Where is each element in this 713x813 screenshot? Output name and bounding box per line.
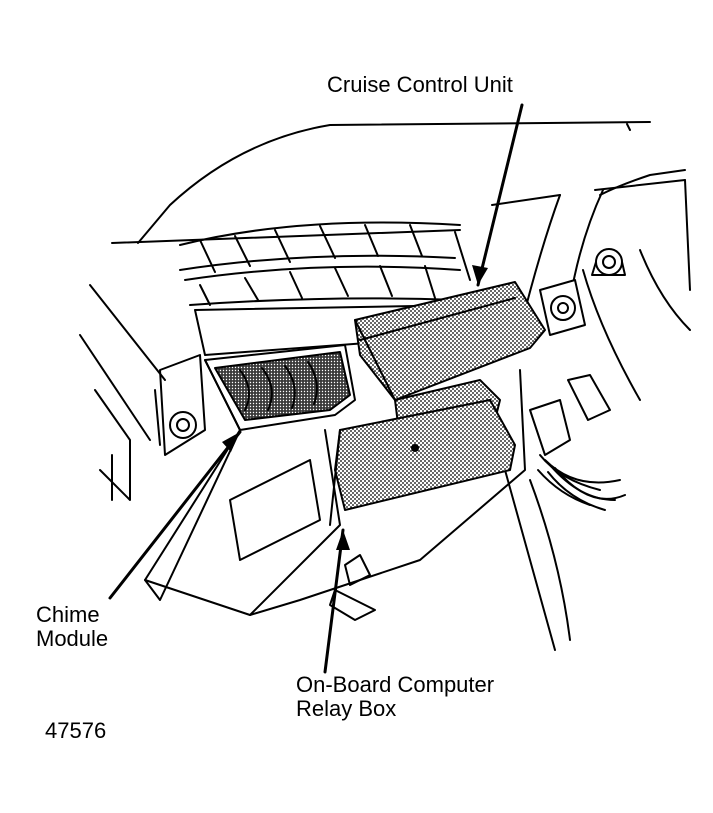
bolt-cruise-right bbox=[539, 279, 586, 336]
dash-panel-outline bbox=[111, 121, 691, 331]
bolt-upper-right bbox=[591, 248, 626, 276]
label-cruise-control-unit: Cruise Control Unit bbox=[327, 72, 513, 97]
label-chime-module: Chime Module bbox=[36, 603, 108, 651]
label-obc-relay-box: On-Board Computer Relay Box bbox=[296, 673, 494, 721]
label-chime-line2: Module bbox=[36, 626, 109, 651]
leader-chime bbox=[108, 430, 242, 600]
right-trim bbox=[504, 169, 691, 651]
label-obc-line2: Relay Box bbox=[296, 696, 397, 721]
leader-lines bbox=[108, 103, 524, 674]
bolt-left bbox=[169, 411, 197, 439]
obc-relay-box bbox=[329, 399, 516, 526]
arrow-chime bbox=[222, 432, 240, 452]
wire-harness bbox=[179, 221, 461, 306]
figure-number: 47576 bbox=[45, 718, 107, 743]
arrow-cruise bbox=[472, 265, 488, 285]
leader-cruise bbox=[476, 103, 524, 287]
arrow-obc bbox=[336, 530, 350, 550]
leader-obc bbox=[323, 528, 345, 674]
chime-module bbox=[214, 351, 351, 421]
wire-connector bbox=[529, 399, 626, 511]
label-obc-line1: On-Board Computer bbox=[296, 672, 495, 697]
leader-arrowheads bbox=[222, 265, 488, 550]
label-chime-line1: Chime bbox=[36, 602, 100, 627]
left-frame bbox=[79, 284, 166, 501]
